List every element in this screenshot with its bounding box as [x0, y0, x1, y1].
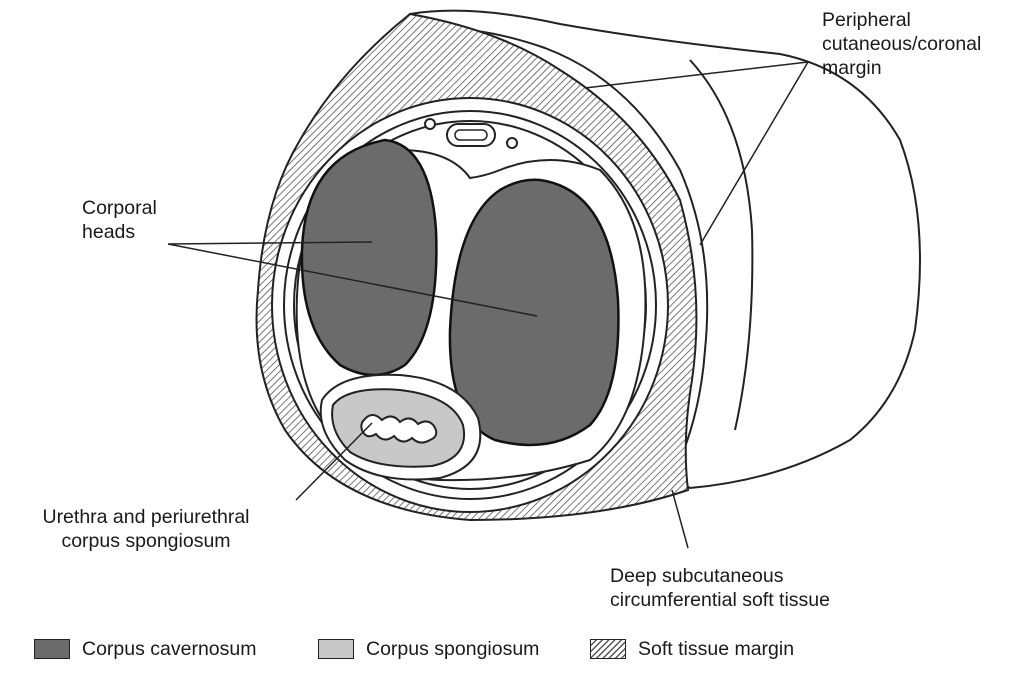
legend-label-soft-tissue: Soft tissue margin — [638, 638, 794, 661]
dorsal-vein-lumen — [455, 130, 487, 140]
legend-item-corpus-cavernosum: Corpus cavernosum — [34, 637, 257, 661]
label-urethra-line-1: Urethra and periurethral — [10, 505, 282, 529]
label-corporal-heads: Corporal heads — [82, 196, 157, 244]
label-peripheral-line-3: margin — [822, 56, 981, 80]
label-peripheral-margin: Peripheral cutaneous/coronal margin — [822, 8, 981, 80]
legend-item-soft-tissue-margin: Soft tissue margin — [590, 637, 794, 661]
label-urethra: Urethra and periurethral corpus spongios… — [10, 505, 282, 553]
dorsal-artery-left — [425, 119, 435, 129]
label-deep-line-1: Deep subcutaneous — [610, 564, 830, 588]
label-urethra-line-2: corpus spongiosum — [10, 529, 282, 553]
legend-item-corpus-spongiosum: Corpus spongiosum — [318, 637, 539, 661]
label-peripheral-line-2: cutaneous/coronal — [822, 32, 981, 56]
label-deep-soft-tissue: Deep subcutaneous circumferential soft t… — [610, 564, 830, 612]
legend-label-spongiosum: Corpus spongiosum — [366, 638, 539, 661]
legend-swatch-spongiosum — [318, 639, 354, 659]
dorsal-artery-right — [507, 138, 517, 148]
label-corporal-line-1: Corporal — [82, 196, 157, 220]
legend-label-cavernosum: Corpus cavernosum — [82, 638, 257, 661]
label-deep-line-2: circumferential soft tissue — [610, 588, 830, 612]
leader-line-deep-tissue — [672, 490, 688, 548]
legend-swatch-soft-tissue — [590, 639, 626, 659]
label-corporal-line-2: heads — [82, 220, 157, 244]
label-peripheral-line-1: Peripheral — [822, 8, 981, 32]
corpus-cavernosum-right — [450, 180, 619, 445]
legend-swatch-cavernosum — [34, 639, 70, 659]
